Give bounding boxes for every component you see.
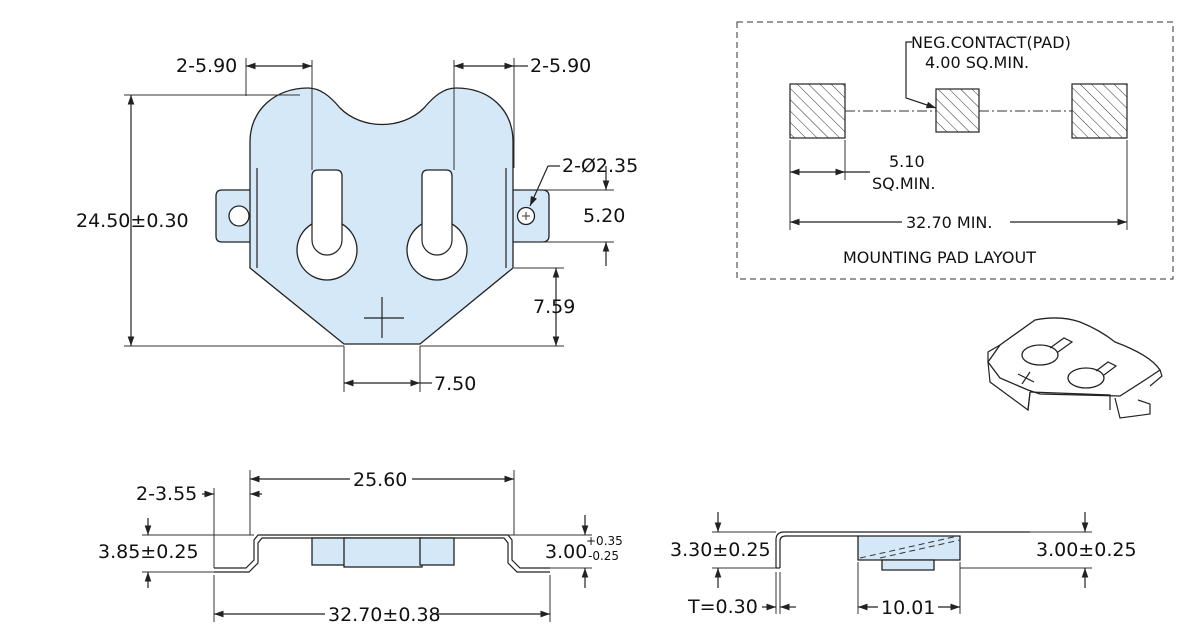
dim-hole-dia: 2-Ø2.35 [562, 155, 638, 177]
holder-body [249, 87, 514, 345]
dim-body-width: 25.60 [353, 469, 407, 491]
top-view: 2-5.90 2-5.90 2-Ø2.35 24.50±0.30 5.20 7.… [76, 55, 638, 395]
dim-body-height: 3.00 [545, 541, 587, 563]
dim-slot-width-right: 2-5.90 [530, 55, 591, 77]
left-pad [789, 83, 846, 139]
dim-height-total: 24.50±0.30 [76, 210, 189, 232]
dim-contact-length: 10.01 [881, 597, 935, 619]
dim-hole-spacing: 5.20 [583, 205, 625, 227]
pad-size-value: 5.10 [889, 152, 925, 171]
isometric-view [987, 317, 1163, 419]
side-view: 3.30±0.25 3.00±0.25 T=0.30 10.01 [670, 512, 1137, 619]
mounting-pad-layout: NEG.CONTACT(PAD) 4.00 SQ.MIN. 5.10 SQ.MI… [736, 21, 1174, 280]
dim-tol-minus: -0.25 [588, 549, 619, 563]
center-pad [935, 88, 980, 133]
pad-span: 32.70 MIN. [906, 213, 992, 232]
pad-size-note: SQ.MIN. [872, 174, 935, 193]
dim-side-height-left: 3.30±0.25 [670, 539, 771, 561]
dim-lead-width: 2-3.55 [136, 483, 197, 505]
right-keyhole [406, 169, 468, 281]
side-profile [775, 531, 1030, 568]
front-contact-center [343, 537, 423, 568]
front-contact-right [419, 537, 455, 566]
dim-tab-height: 7.59 [533, 296, 575, 318]
left-mount-hole [228, 205, 250, 227]
dim-bottom-tab-width: 7.50 [434, 373, 476, 395]
dim-thickness: T=0.30 [687, 596, 758, 618]
pad-layout-title: MOUNTING PAD LAYOUT [843, 248, 1036, 267]
pad-layout-frame [736, 21, 1174, 280]
dim-tol-plus: +0.35 [586, 534, 623, 548]
neg-contact-size: 4.00 SQ.MIN. [925, 53, 1029, 72]
dim-overall-height: 3.85±0.25 [98, 541, 199, 563]
side-contact [857, 535, 961, 561]
positive-mark-icon [364, 297, 404, 338]
front-contact-left [311, 537, 347, 566]
front-view: 25.60 2-3.55 3.85±0.25 3.00 +0.35 -0.25 … [98, 468, 623, 626]
dim-overall-width: 32.70±0.38 [328, 604, 441, 626]
neg-contact-label: NEG.CONTACT(PAD) [911, 33, 1071, 52]
right-pad [1071, 83, 1128, 139]
dim-slot-width-left: 2-5.90 [176, 55, 237, 77]
left-keyhole [296, 169, 358, 281]
dim-side-height-right: 3.00±0.25 [1036, 539, 1137, 561]
